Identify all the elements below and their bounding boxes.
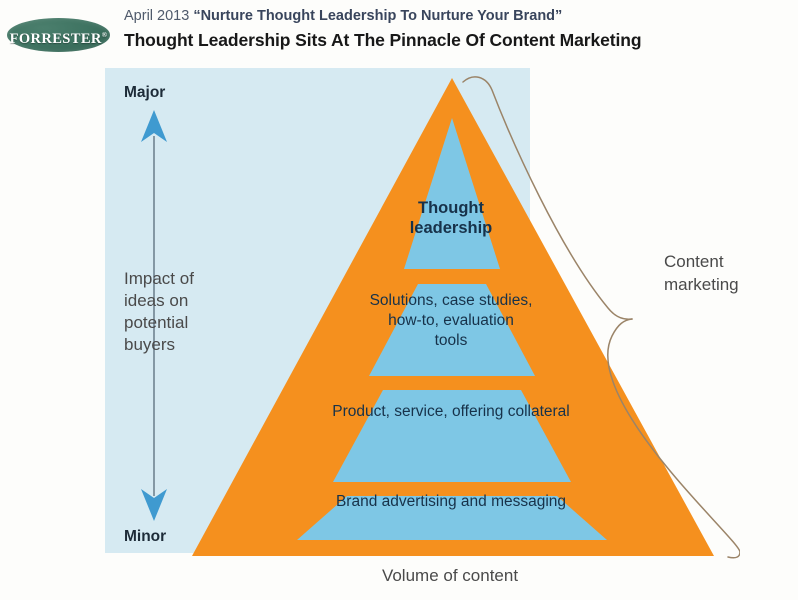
y-axis-caption: Impact of ideas on potential buyers: [124, 269, 194, 354]
content-marketing-annotation: Content marketing: [664, 252, 739, 294]
content-marketing-pyramid: [192, 78, 714, 556]
y-axis-bottom-label: Minor: [124, 528, 167, 545]
trademark-symbol: ®: [101, 31, 108, 39]
report-name: “Nurture Thought Leadership To Nurture Y…: [193, 8, 563, 24]
report-date: April 2013: [124, 8, 194, 24]
forrester-logo: FORRESTER®: [7, 18, 110, 52]
x-axis-caption: Volume of content: [381, 566, 519, 585]
forrester-logo-text: FORRESTER®: [9, 30, 108, 47]
content-marketing-brace-icon: [462, 76, 740, 559]
report-subtitle: April 2013 “Nurture Thought Leadership T…: [124, 8, 562, 24]
y-axis-top-label: Major: [124, 84, 166, 101]
page-title: Thought Leadership Sits At The Pinnacle …: [124, 30, 642, 50]
y-axis-double-arrow-icon: [141, 110, 167, 521]
